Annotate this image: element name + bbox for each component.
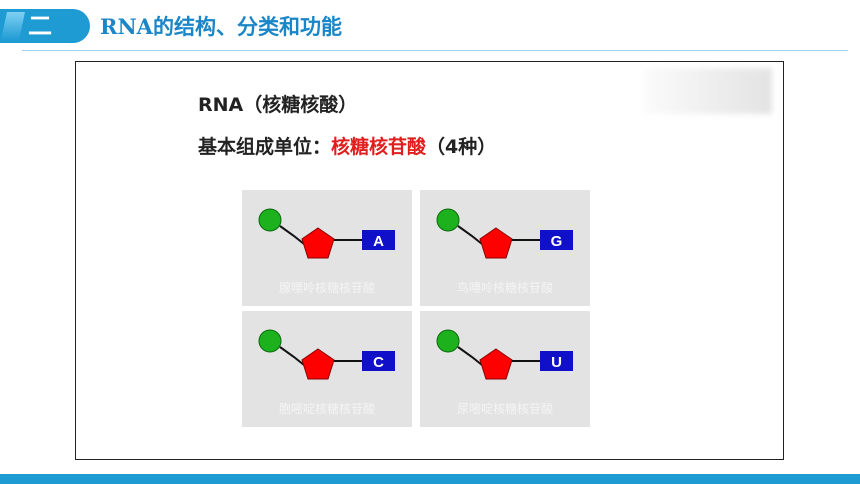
slide-content-frame: RNA（核糖核酸） 基本组成单位：核糖核苷酸（4种） A 腺嘌呤核糖核苷酸 G …: [75, 61, 784, 460]
phosphate-icon: [258, 329, 282, 353]
phosphate-bond: [279, 346, 305, 366]
nucleotide-card-guanine: G 鸟嘌呤核糖核苷酸: [420, 190, 590, 306]
page-title: RNA的结构、分类和功能: [100, 14, 342, 39]
base-letter: A: [373, 233, 384, 250]
section-badge: 二: [0, 9, 90, 43]
footer-bar: [0, 474, 860, 484]
ribose-pentagon-icon: [479, 348, 513, 380]
base-letter: G: [551, 233, 563, 250]
ribose-pentagon-icon: [301, 227, 335, 259]
nucleotide-name: 尿嘧啶核糖核苷酸: [456, 402, 553, 416]
section-number: 二: [28, 12, 52, 40]
nucleotide-name: 腺嘌呤核糖核苷酸: [278, 281, 375, 295]
base-box: [362, 351, 395, 371]
header-divider: [22, 50, 848, 51]
nucleotide-diagram-icon: A: [258, 208, 395, 259]
nucleotide-card-adenine: A 腺嘌呤核糖核苷酸: [242, 190, 412, 306]
base-letter: C: [373, 354, 384, 371]
basic-unit-line: 基本组成单位：核糖核苷酸（4种）: [198, 132, 496, 159]
basic-unit-highlight: 核糖核苷酸: [331, 136, 427, 158]
phosphate-icon: [436, 208, 460, 232]
badge-stripe: [1, 12, 25, 40]
basic-unit-label: 基本组成单位：: [198, 136, 332, 158]
nucleotide-diagram-icon: U: [436, 329, 573, 380]
phosphate-bond: [457, 225, 483, 245]
blurred-watermark: [644, 68, 772, 114]
phosphate-bond: [457, 346, 483, 366]
base-box: [540, 230, 573, 250]
ribose-pentagon-icon: [479, 227, 513, 259]
nucleotide-diagram-icon: C: [258, 329, 395, 380]
rna-title: RNA（核糖核酸）: [198, 94, 358, 116]
nucleotide-card-uracil: U 尿嘧啶核糖核苷酸: [420, 311, 590, 427]
nucleotide-card-cytosine: C 胞嘧啶核糖核苷酸: [242, 311, 412, 427]
nucleotide-name: 鸟嘌呤核糖核苷酸: [456, 281, 553, 295]
base-box: [362, 230, 395, 250]
ribose-pentagon-icon: [301, 348, 335, 380]
basic-unit-suffix: （4种）: [426, 136, 497, 158]
nucleotide-name: 胞嘧啶核糖核苷酸: [278, 402, 375, 416]
base-letter: U: [551, 354, 562, 371]
phosphate-icon: [436, 329, 460, 353]
phosphate-bond: [279, 225, 305, 245]
base-box: [540, 351, 573, 371]
phosphate-icon: [258, 208, 282, 232]
nucleotide-diagram-icon: G: [436, 208, 573, 259]
